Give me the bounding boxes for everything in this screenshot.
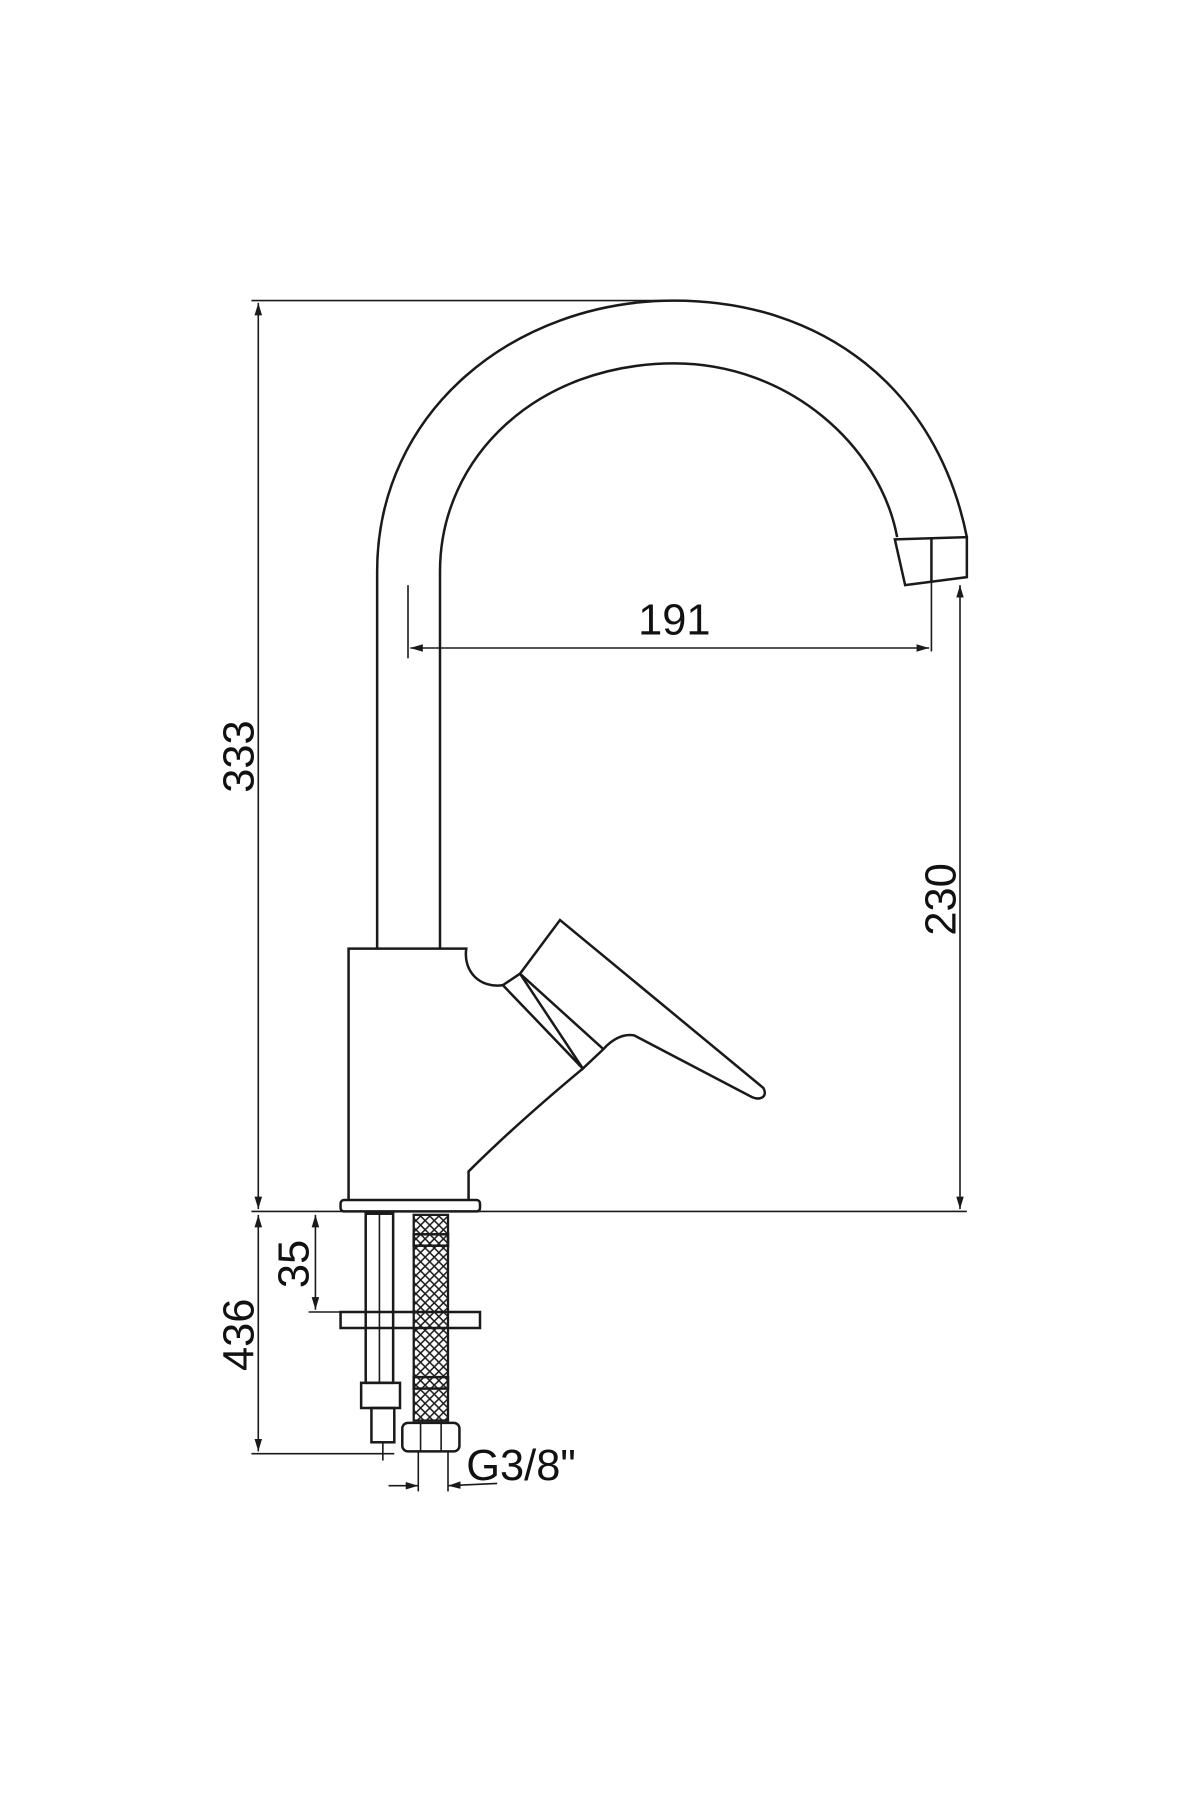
lever-handle (502, 918, 766, 1100)
dimension-label-191: 191 (638, 596, 710, 644)
faucet-body (339, 947, 585, 1213)
mounting-parts (339, 1212, 482, 1461)
dimension-hose-length: 436 (216, 1214, 264, 1452)
extension-lines (251, 299, 967, 1455)
dimension-spout-reach: 191 (410, 596, 930, 652)
dimension-label-35: 35 (271, 1240, 319, 1288)
spout (375, 299, 969, 949)
dimension-shank-length: 35 (271, 1214, 320, 1310)
braided-hose (412, 1213, 450, 1422)
dimension-label-thread: G3/8" (466, 1442, 576, 1490)
dimension-label-333: 333 (216, 720, 264, 792)
dimension-label-230: 230 (917, 863, 965, 935)
dimension-label-436: 436 (216, 1299, 264, 1371)
dimension-thread: G3/8" (388, 1442, 576, 1492)
dimension-spout-height: 230 (917, 585, 965, 1210)
dimension-total-height: 333 (216, 302, 264, 1210)
